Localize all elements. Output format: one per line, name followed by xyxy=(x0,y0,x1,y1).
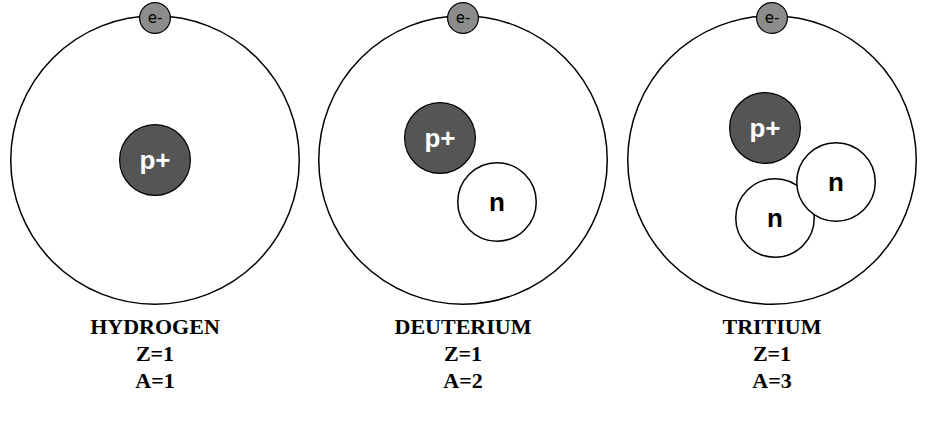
particle-symbol: p+ xyxy=(139,145,170,176)
isotope-name: HYDROGEN xyxy=(10,313,300,340)
particle-label-box: e- xyxy=(447,2,479,34)
isotope-name: DEUTERIUM xyxy=(318,313,608,340)
particle-symbol: n xyxy=(489,187,505,218)
proton-circle xyxy=(730,93,801,164)
particle-label-box: e- xyxy=(756,2,788,34)
proton-circle xyxy=(120,125,191,196)
orbit-circle xyxy=(319,16,608,305)
particle-label-box: p+ xyxy=(119,124,191,196)
electron-circle xyxy=(140,3,171,34)
isotope-label: HYDROGENZ=1A=1 xyxy=(10,313,300,394)
proton-particle: p+ xyxy=(729,92,801,164)
atom-shell: HYDROGENZ=1A=1e-p+ xyxy=(10,15,300,305)
particle-label-box: p+ xyxy=(404,102,476,174)
particle-symbol: e- xyxy=(148,9,163,27)
isotope-number: Z=1 xyxy=(318,340,608,367)
particle-symbol: p+ xyxy=(749,113,780,144)
particle-symbol: p+ xyxy=(424,123,455,154)
neutron-particle: n xyxy=(457,162,537,242)
electron-circle xyxy=(757,3,788,34)
isotope-label: DEUTERIUMZ=1A=2 xyxy=(318,313,608,394)
particle-symbol: e- xyxy=(456,9,471,27)
particle-label-box: p+ xyxy=(729,92,801,164)
electron-particle: e- xyxy=(139,2,171,34)
electron-circle xyxy=(448,3,479,34)
isotope-number: Z=1 xyxy=(627,340,917,367)
isotope-number: A=2 xyxy=(318,367,608,394)
atom-shell: TRITIUMZ=1A=3e-p+nn xyxy=(627,15,917,305)
particle-label-box: e- xyxy=(139,2,171,34)
proton-particle: p+ xyxy=(119,124,191,196)
particle-symbol: e- xyxy=(765,9,780,27)
isotope-number: A=1 xyxy=(10,367,300,394)
electron-particle: e- xyxy=(756,2,788,34)
particle-label-box: n xyxy=(457,162,537,242)
isotope-number: Z=1 xyxy=(10,340,300,367)
isotope-number: A=3 xyxy=(627,367,917,394)
isotope-label: TRITIUMZ=1A=3 xyxy=(627,313,917,394)
particle-label-box: n xyxy=(796,142,876,222)
electron-particle: e- xyxy=(447,2,479,34)
particle-symbol: n xyxy=(828,167,844,198)
proton-circle xyxy=(405,103,476,174)
isotope-name: TRITIUM xyxy=(627,313,917,340)
neutron-circle xyxy=(458,163,537,242)
orbit-circle xyxy=(628,16,917,305)
neutron-circle xyxy=(797,143,876,222)
particle-symbol: n xyxy=(767,203,783,234)
neutron-particle: n xyxy=(796,142,876,222)
orbit-circle xyxy=(11,16,300,305)
neutron-particle: n xyxy=(735,178,815,258)
atom-shell: DEUTERIUMZ=1A=2e-p+n xyxy=(318,15,608,305)
particle-label-box: n xyxy=(735,178,815,258)
proton-particle: p+ xyxy=(404,102,476,174)
